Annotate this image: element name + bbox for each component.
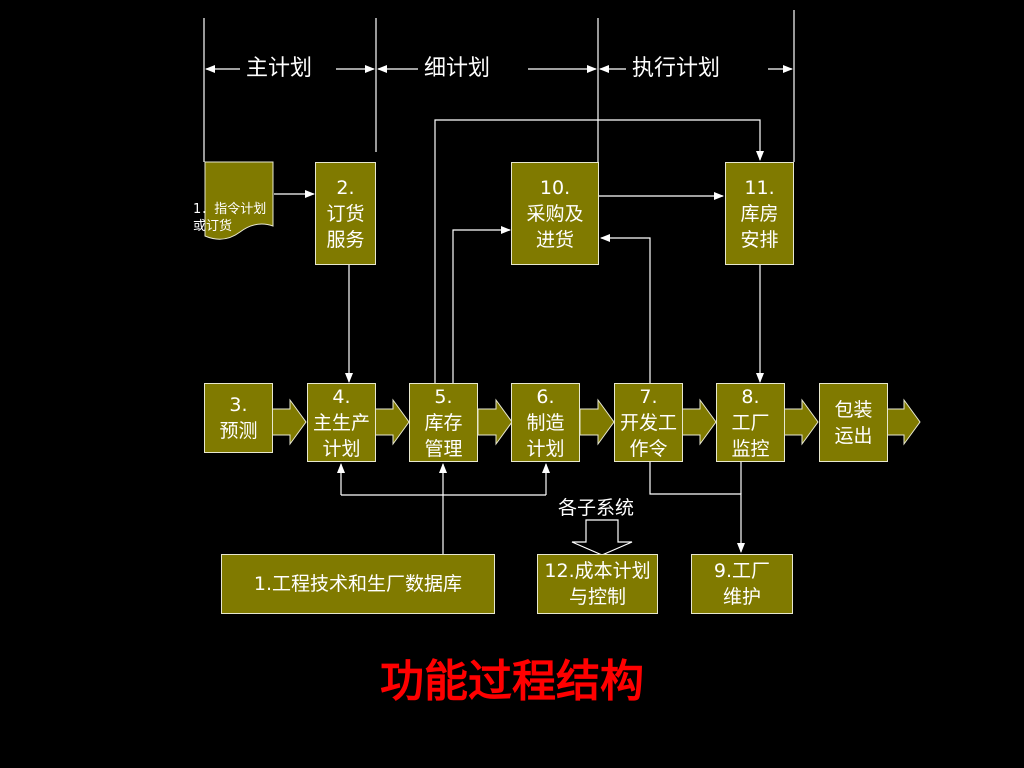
flow-arrow-inventory-manufacturing	[477, 398, 513, 446]
header-master-plan: 主计划	[240, 54, 319, 84]
arrow-inventory-to-purchasing	[452, 226, 511, 383]
flow-arrow-shipping-out	[885, 398, 921, 446]
flow-arrow-workorder-control	[681, 398, 717, 446]
box-order-service: 2.订货服务	[315, 162, 376, 265]
flow-arrow-manufacturing-workorder	[579, 398, 615, 446]
box-shipping: 包装运出	[819, 383, 888, 462]
box-master-production-schedule: 4.主生产计划	[307, 383, 376, 462]
box-manufacturing-plan: 6.制造计划	[511, 383, 580, 462]
box-plant-maintenance: 9.工厂维护	[691, 554, 793, 614]
arrow-workorder-to-maintenance	[649, 462, 745, 553]
header-execution-plan: 执行计划	[626, 54, 727, 84]
subsystems-down-arrow	[571, 519, 633, 556]
box-purchasing: 10.采购及进货	[511, 162, 599, 265]
box-cost-control: 12.成本计划与控制	[537, 554, 658, 614]
box-work-order: 7.开发工作令	[614, 383, 683, 462]
arrow-workorder-to-purchasing	[600, 234, 651, 383]
header-detail-plan: 细计划	[418, 54, 497, 84]
flow-arrow-forecast-mps	[271, 398, 307, 446]
flow-arrow-mps-inventory	[374, 398, 410, 446]
order-document-shape	[204, 161, 274, 240]
box-forecast: 3.预测	[204, 383, 273, 453]
box-engineering-database: 1.工程技术和生厂数据库	[221, 554, 495, 614]
box-warehouse: 11.库房安排	[725, 162, 794, 265]
box-plant-control: 8.工厂监控	[716, 383, 785, 462]
order-document-label: 1．指令计划 或订货	[193, 202, 267, 234]
flow-arrow-control-shipping	[783, 398, 819, 446]
page-title: 功能过程结构	[380, 656, 644, 707]
arrow-inventory-to-warehouse	[434, 119, 764, 383]
box-inventory: 5.库存管理	[409, 383, 478, 462]
subsystems-label: 各子系统	[558, 497, 635, 519]
